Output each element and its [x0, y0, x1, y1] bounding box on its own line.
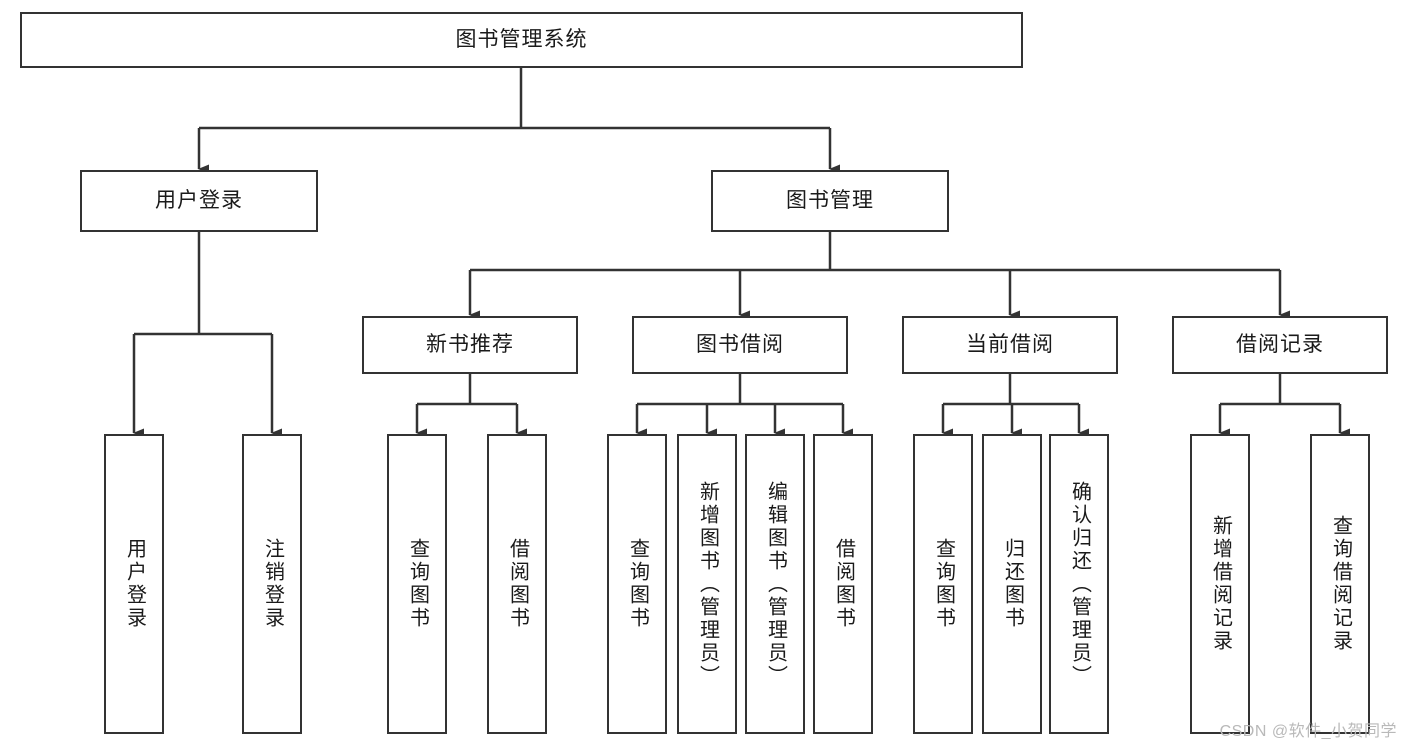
node-label: 归还图书 [1001, 538, 1024, 630]
node-leaf-borrow-book-recommend[interactable]: 借阅图书 [487, 434, 547, 734]
node-label: 借阅记录 [1236, 332, 1324, 356]
node-label: 查询图书 [406, 538, 429, 630]
node-leaf-query-book-recommend[interactable]: 查询图书 [387, 434, 447, 734]
node-borrow-records[interactable]: 借阅记录 [1172, 316, 1388, 374]
node-leaf-edit-book-admin[interactable]: 编辑图书（管理员） [745, 434, 805, 734]
node-label: 图书管理 [786, 188, 874, 212]
node-label: 当前借阅 [966, 332, 1054, 356]
node-label: 图书管理系统 [455, 27, 588, 51]
watermark-text: CSDN @软件_小贺同学 [1219, 723, 1397, 740]
node-label: 图书借阅 [696, 332, 784, 356]
node-leaf-borrow-book[interactable]: 借阅图书 [813, 434, 873, 734]
node-label: 用户登录 [123, 538, 146, 630]
node-label: 确认归还（管理员） [1068, 480, 1091, 688]
node-leaf-query-book-borrow[interactable]: 查询图书 [607, 434, 667, 734]
node-new-book-recommend[interactable]: 新书推荐 [362, 316, 578, 374]
node-user-login[interactable]: 用户登录 [80, 170, 318, 232]
node-book-manage[interactable]: 图书管理 [711, 170, 949, 232]
node-book-borrow[interactable]: 图书借阅 [632, 316, 848, 374]
node-label: 新增借阅记录 [1209, 515, 1232, 653]
node-leaf-add-borrow-record[interactable]: 新增借阅记录 [1190, 434, 1250, 734]
node-leaf-add-book-admin[interactable]: 新增图书（管理员） [677, 434, 737, 734]
node-leaf-query-book-current[interactable]: 查询图书 [913, 434, 973, 734]
node-label: 注销登录 [261, 538, 284, 630]
node-leaf-return-book[interactable]: 归还图书 [982, 434, 1042, 734]
node-label: 查询图书 [932, 538, 955, 630]
node-label: 新增图书（管理员） [696, 480, 719, 688]
connector-lines [132, 68, 1350, 438]
node-label: 新书推荐 [426, 332, 514, 356]
node-label: 用户登录 [155, 188, 243, 212]
node-label: 编辑图书（管理员） [764, 480, 787, 688]
node-label: 查询借阅记录 [1329, 515, 1352, 653]
node-leaf-user-login[interactable]: 用户登录 [104, 434, 164, 734]
node-root[interactable]: 图书管理系统 [20, 12, 1023, 68]
node-current-borrow[interactable]: 当前借阅 [902, 316, 1118, 374]
node-leaf-confirm-return-admin[interactable]: 确认归还（管理员） [1049, 434, 1109, 734]
node-label: 借阅图书 [832, 538, 855, 630]
node-label: 查询图书 [626, 538, 649, 630]
node-label: 借阅图书 [506, 538, 529, 630]
node-leaf-query-borrow-record[interactable]: 查询借阅记录 [1310, 434, 1370, 734]
node-leaf-logout[interactable]: 注销登录 [242, 434, 302, 734]
